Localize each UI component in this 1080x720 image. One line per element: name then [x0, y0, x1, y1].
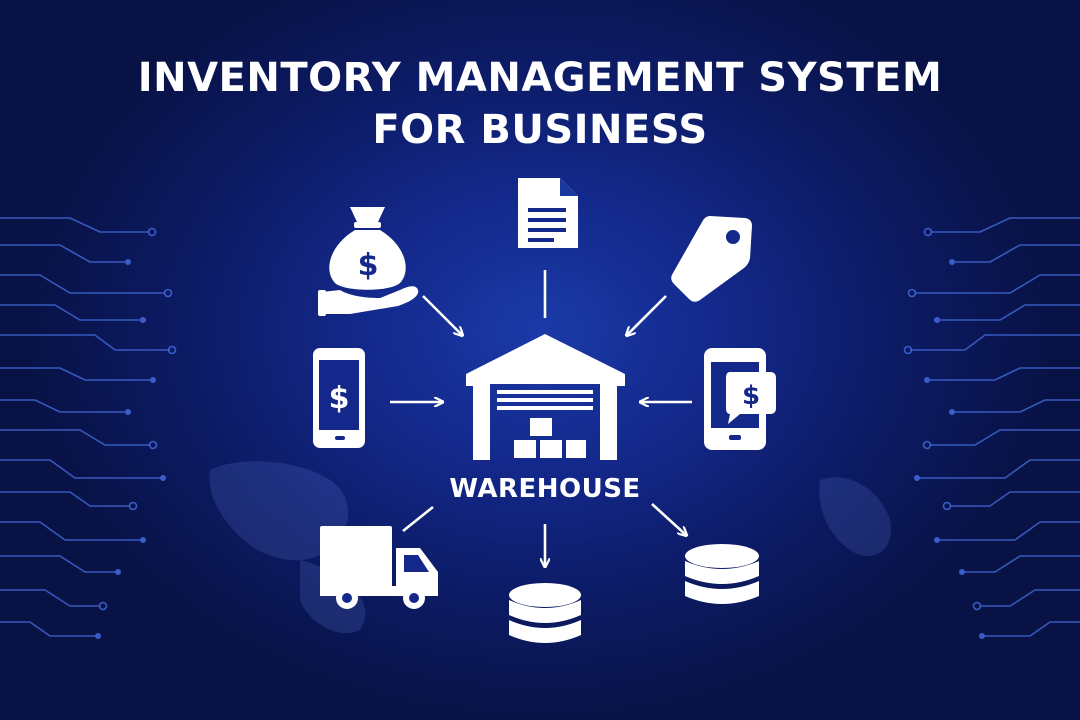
- mobile-chat-payment-icon: $: [704, 348, 776, 450]
- right-circuit-lines: [903, 217, 1080, 639]
- line-warehouse-to-truck: [402, 505, 434, 533]
- warehouse-label: WAREHOUSE: [449, 474, 640, 504]
- title-line-1: INVENTORY MANAGEMENT SYSTEM: [137, 55, 943, 101]
- world-map-silhouette: [209, 461, 891, 634]
- database-icon-right: [685, 544, 759, 604]
- money-bag-hand-icon: $: [318, 207, 419, 316]
- database-icon: [509, 583, 581, 643]
- arrow-pricetag-to-warehouse: [627, 295, 667, 335]
- arrow-warehouse-to-database-right: [651, 503, 686, 535]
- mobile-payment-dollar: $: [329, 381, 350, 416]
- page-title: INVENTORY MANAGEMENT SYSTEM FOR BUSINESS: [0, 52, 1080, 156]
- price-tag-icon: [671, 216, 752, 302]
- title-line-2: FOR BUSINESS: [372, 107, 708, 153]
- mobile-payment-icon: $: [313, 348, 365, 448]
- money-bag-dollar: $: [358, 248, 379, 283]
- left-circuit-lines: [0, 217, 177, 639]
- arrow-moneybag-to-warehouse: [422, 295, 462, 335]
- connector-arrows: [390, 270, 692, 566]
- delivery-truck-icon: [320, 526, 438, 609]
- document-icon: [518, 178, 578, 248]
- mobile-chat-dollar: $: [742, 381, 760, 411]
- warehouse-icon: [466, 334, 625, 460]
